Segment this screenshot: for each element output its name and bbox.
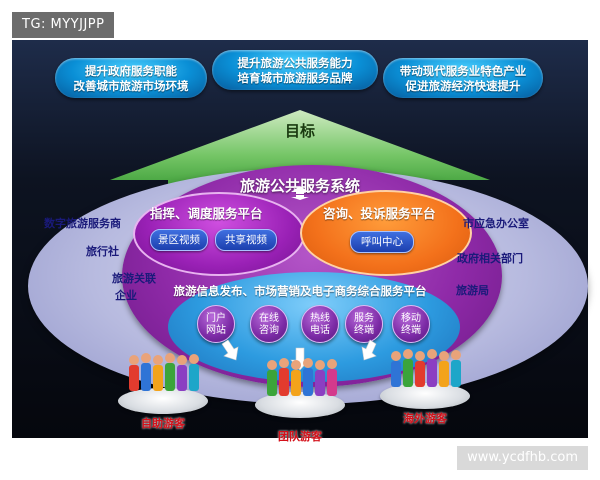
- group-label-team: 团队游客: [278, 430, 322, 443]
- up-down-arrow-icon: [291, 186, 309, 200]
- people-base-self: [118, 388, 208, 414]
- people-group-team-icon: [267, 358, 337, 396]
- terminal-portal: 门户 网站: [197, 305, 235, 343]
- terminal-line: 门户: [206, 313, 226, 324]
- goal-label: 目标: [284, 122, 315, 140]
- watermark: www.ycdfhb.com: [457, 446, 588, 470]
- terminal-line: 在线: [259, 313, 279, 324]
- shared-video-pill: 共享视频: [215, 229, 277, 251]
- terminal-line: 移动: [401, 313, 421, 324]
- arrow-down-right-icon: [361, 339, 377, 361]
- terminal-line: 终端: [401, 325, 421, 336]
- system-title: 旅游公共服务系统: [239, 177, 360, 195]
- scenic-video-pill: 景区视频: [150, 229, 208, 251]
- command-platform-title: 指挥、调度服务平台: [150, 206, 263, 221]
- consult-platform-title: 咨询、投诉服务平台: [323, 206, 436, 221]
- call-center-pill: 呼叫中心: [350, 231, 414, 253]
- terminal-line: 咨询: [259, 325, 279, 336]
- people-base-overseas: [380, 383, 470, 409]
- terminal-line: 热线: [310, 313, 330, 324]
- goal-line: 提升政府服务职能: [85, 64, 177, 78]
- goal-bubble-service: 提升旅游公共服务能力 培育城市旅游服务品牌: [212, 50, 378, 90]
- info-platform-title: 旅游信息发布、市场营销及电子商务综合服务平台: [173, 284, 427, 298]
- terminal-line: 网站: [206, 325, 226, 336]
- goal-bubble-government: 提升政府服务职能 改善城市旅游市场环境: [55, 58, 207, 98]
- side-label-related: 旅游关联: [112, 272, 156, 285]
- goal-line: 带动现代服务业特色产业: [399, 64, 527, 78]
- side-label-travel-agency: 旅行社: [86, 245, 119, 258]
- terminal-service: 服务 终端: [345, 305, 383, 343]
- terminal-hotline: 热线 电话: [301, 305, 339, 343]
- people-group-overseas-icon: [391, 349, 461, 387]
- group-label-overseas: 海外游客: [403, 412, 447, 425]
- group-label-self: 自助游客: [141, 417, 185, 430]
- terminal-mobile: 移动 终端: [392, 305, 430, 343]
- goal-line: 提升旅游公共服务能力: [237, 56, 353, 70]
- side-label-government: 政府相关部门: [457, 252, 523, 265]
- side-label-tourism-bureau: 旅游局: [456, 284, 489, 297]
- goal-bubble-economy: 带动现代服务业特色产业 促进旅游经济快速提升: [383, 58, 543, 98]
- terminal-line: 电话: [310, 325, 330, 336]
- goal-line: 促进旅游经济快速提升: [405, 79, 521, 93]
- arrow-down-left-icon: [221, 339, 239, 361]
- goal-line: 培育城市旅游服务品牌: [237, 71, 353, 85]
- source-tag: TG: MYYJJPP: [12, 12, 115, 38]
- terminal-line: 服务: [354, 313, 374, 324]
- goal-line: 改善城市旅游市场环境: [73, 79, 189, 93]
- side-label-enterprise: 企业: [115, 289, 137, 302]
- terminal-line: 终端: [354, 325, 374, 336]
- terminal-online: 在线 咨询: [250, 305, 288, 343]
- side-label-digital-tourism: 数字旅游服务商: [44, 217, 121, 230]
- people-base-team: [255, 392, 345, 418]
- side-label-emergency: 市应急办公室: [463, 217, 529, 230]
- people-group-self-icon: [129, 353, 199, 391]
